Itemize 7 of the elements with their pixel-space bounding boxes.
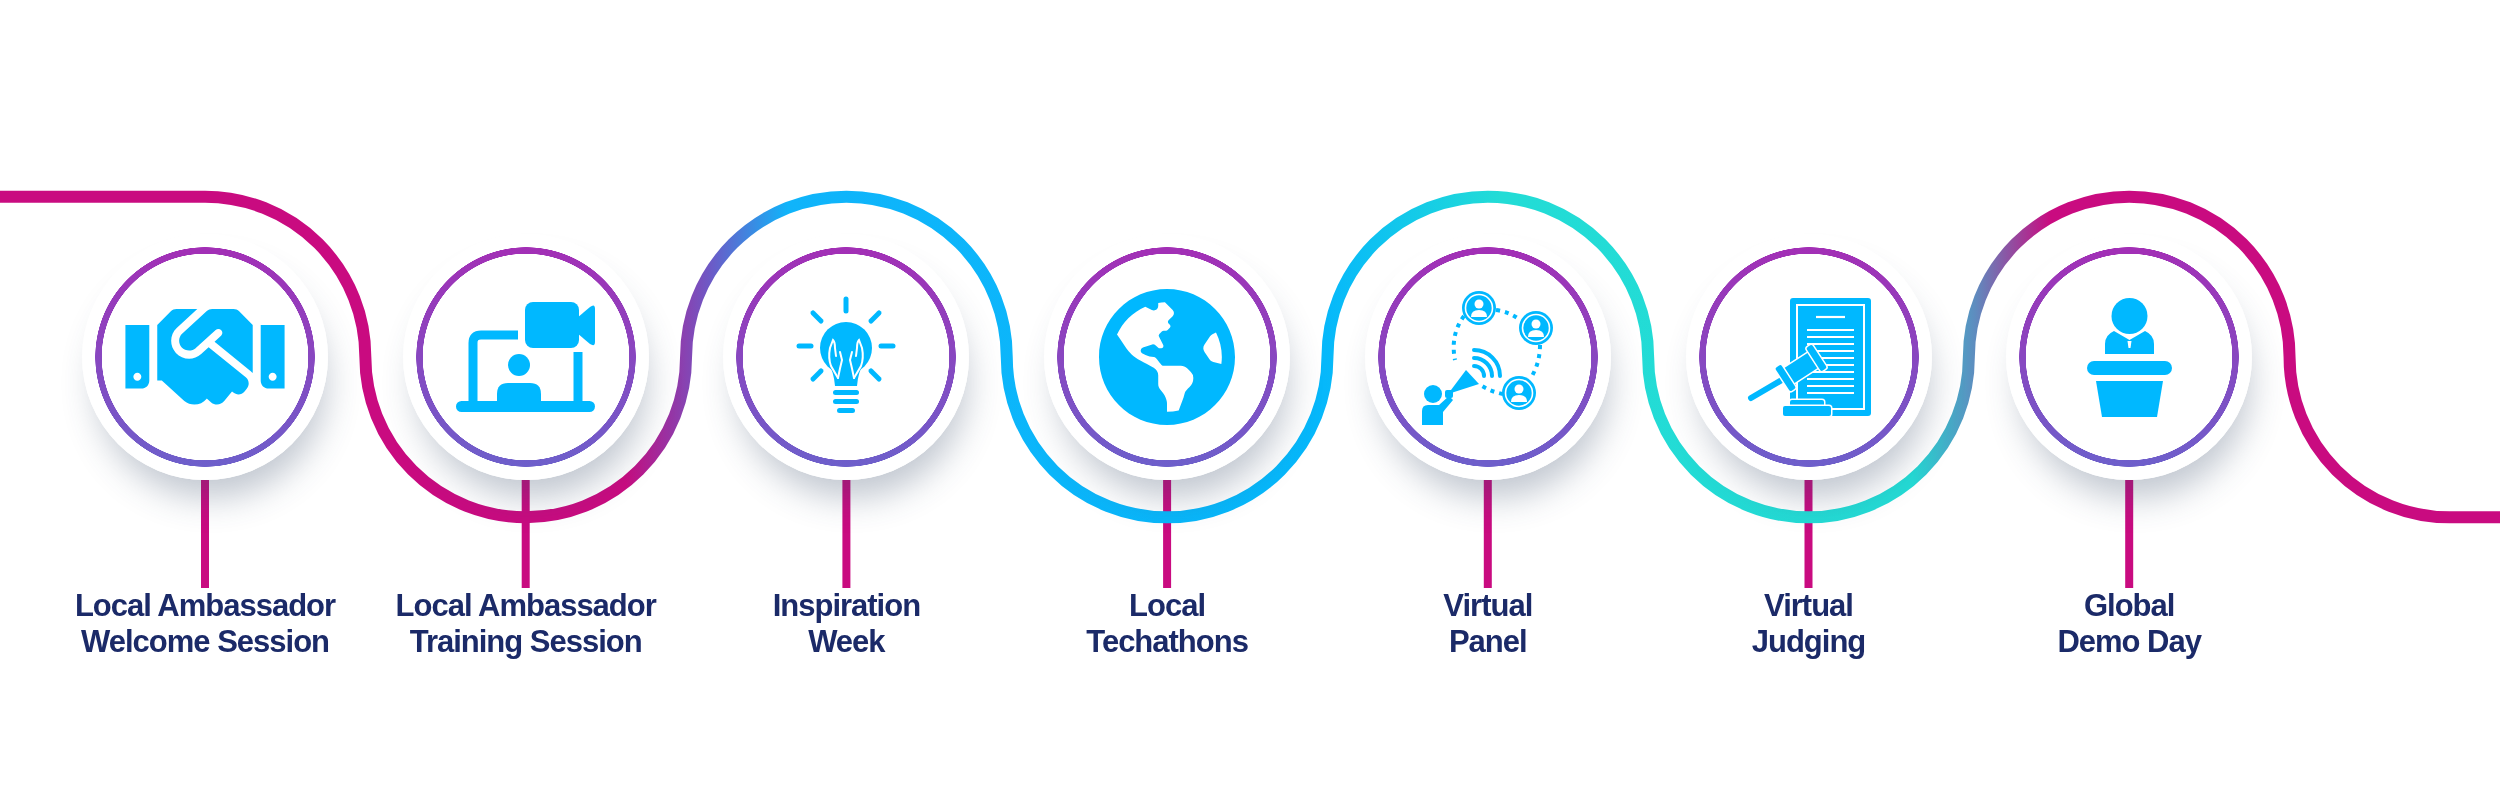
step-label: Virtual Judging bbox=[1728, 588, 1889, 660]
step-label: Local Ambassador Welcome Session bbox=[55, 588, 355, 660]
step-label: Global Demo Day bbox=[2040, 588, 2219, 660]
step-label: Inspiration Week bbox=[756, 588, 937, 660]
step-label: Virtual Panel bbox=[1412, 588, 1563, 660]
step-label: Local Techathons bbox=[1077, 588, 1258, 660]
step-label: Local Ambassador Training Session bbox=[375, 588, 676, 660]
